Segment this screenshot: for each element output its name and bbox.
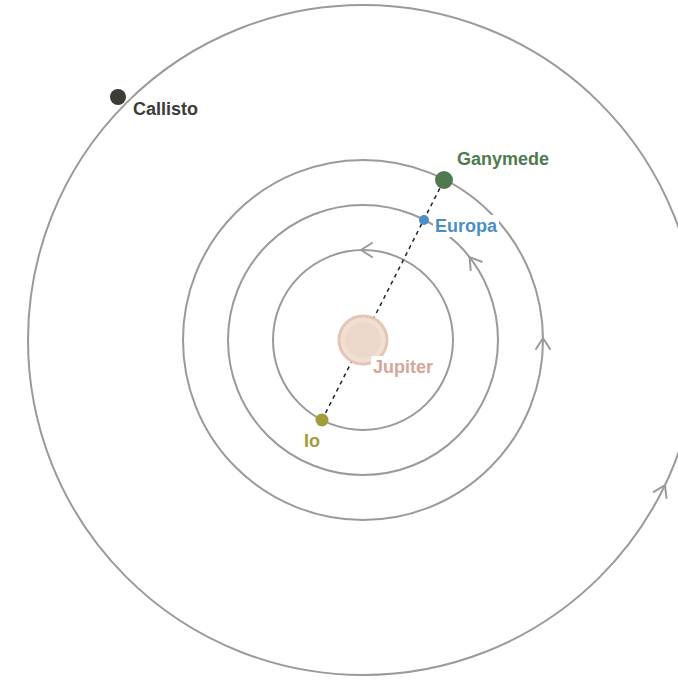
jupiter-core [345,322,381,358]
moon-label: Europa [433,215,499,237]
ganymede-dot [435,171,453,189]
orbit-arrow [464,253,482,270]
moon-label: Io [302,430,322,452]
io-dot [316,414,329,427]
moon-label: Ganymede [455,148,551,170]
orbit-arrow [654,482,671,498]
io-orbit [273,250,453,430]
planet-label: Jupiter [371,356,435,378]
callisto-orbit [28,5,678,675]
ganymede-orbit [183,160,543,520]
callisto-dot [110,89,126,105]
moon-label: Callisto [131,98,200,120]
orbit-arrow [536,338,550,349]
alignment-line [322,180,444,420]
europa-dot [419,215,429,225]
europa-orbit [228,205,498,475]
orbit-arrow [361,243,372,257]
